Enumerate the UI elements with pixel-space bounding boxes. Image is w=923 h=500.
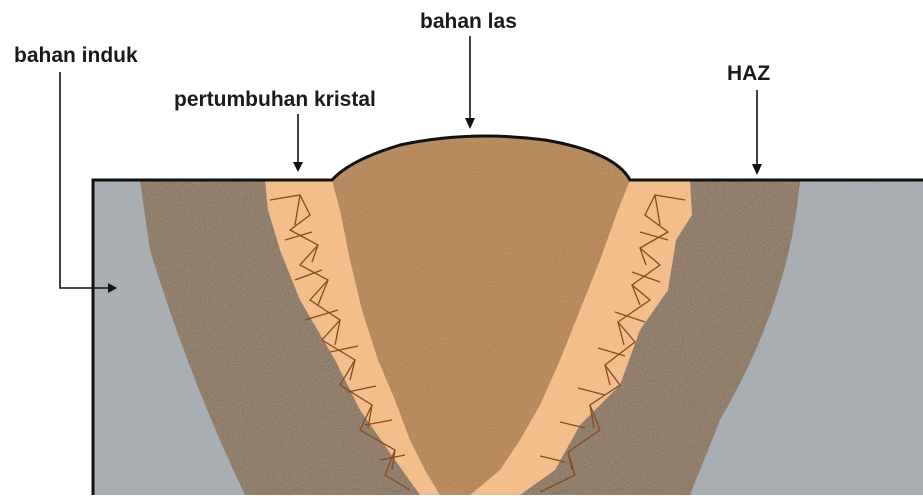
- label-parent-material: bahan induk: [14, 45, 138, 66]
- arrow-pertumbuhan-kristal-head: [293, 162, 303, 172]
- arrow-bahan-las-head: [465, 118, 475, 129]
- label-weld-material: bahan las: [420, 11, 517, 32]
- arrow-haz-head: [752, 164, 762, 175]
- label-haz: HAZ: [727, 63, 770, 84]
- label-crystal-growth: pertumbuhan kristal: [174, 89, 376, 110]
